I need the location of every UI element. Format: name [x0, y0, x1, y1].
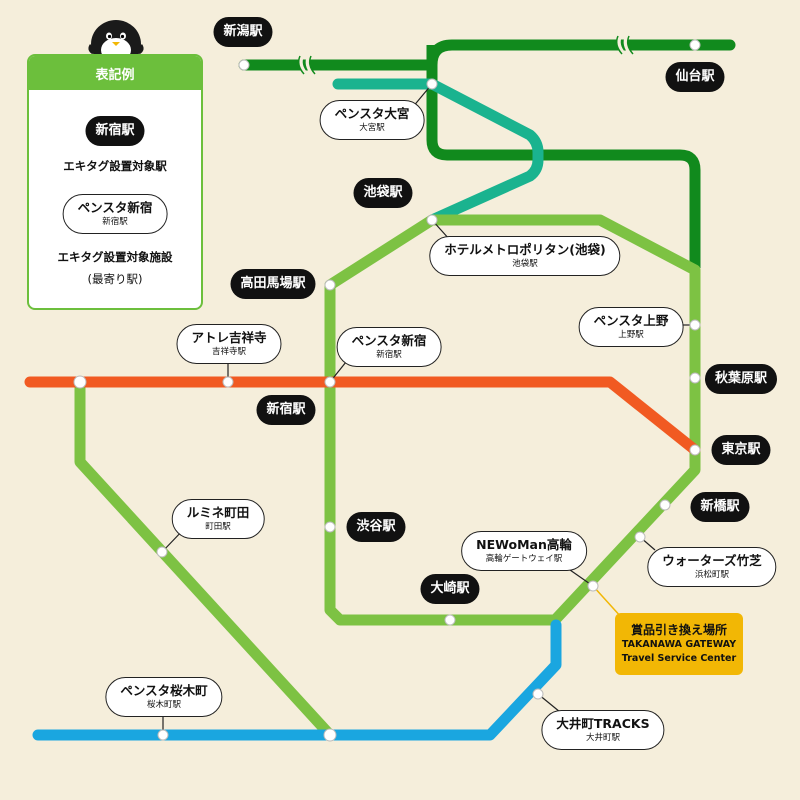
- facility-station: 桜木町駅: [146, 700, 182, 710]
- station-tokyo[interactable]: 東京駅: [711, 435, 771, 465]
- prize-location-line: TAKANAWA GATEWAY: [621, 639, 737, 650]
- facility-station: 池袋駅: [512, 259, 538, 269]
- legend-facility-sub: 新宿駅: [102, 217, 128, 227]
- facility-station: 吉祥寺駅: [211, 347, 247, 357]
- facility-station: 浜松町駅: [694, 570, 730, 580]
- facility-name: ルミネ町田: [186, 505, 250, 520]
- station-shinbashi[interactable]: 新橋駅: [690, 492, 750, 522]
- station-ikebukuro[interactable]: 池袋駅: [353, 178, 413, 208]
- station-akihabara[interactable]: 秋葉原駅: [704, 364, 778, 394]
- facility-name: NEWoMan高輪: [476, 537, 572, 552]
- facility-station: 大井町駅: [585, 733, 621, 743]
- facility-name: 大井町TRACKS: [556, 716, 650, 731]
- legend-panel: 表記例 新宿駅 エキタグ設置対象駅 ペンスタ新宿 新宿駅 エキタグ設置対象施設 …: [27, 54, 203, 310]
- facility-kichijoji[interactable]: アトレ吉祥寺 吉祥寺駅: [176, 324, 282, 364]
- facility-station: 上野駅: [618, 330, 644, 340]
- station-dot: [532, 688, 544, 700]
- station-dot: [157, 729, 169, 741]
- facility-machida[interactable]: ルミネ町田 町田駅: [171, 499, 265, 539]
- prize-exchange-box[interactable]: 賞品引き換え場所 TAKANAWA GATEWAY Travel Service…: [615, 613, 743, 675]
- yokohama-line: [74, 382, 335, 739]
- saikyo-line: [332, 78, 544, 226]
- line-break-mark: [298, 35, 633, 76]
- line-break-outline: [297, 35, 634, 75]
- facility-station: 新宿駅: [376, 350, 402, 360]
- station-osaki[interactable]: 大崎駅: [420, 574, 480, 604]
- facility-station: 大宮駅: [359, 123, 385, 133]
- station-shinjuku[interactable]: 新宿駅: [256, 395, 316, 425]
- station-dot: [222, 376, 234, 388]
- shinkansen-line: [238, 39, 736, 71]
- facility-sakuragicho[interactable]: ペンスタ桜木町 桜木町駅: [105, 677, 223, 717]
- facility-shinjuku[interactable]: ペンスタ新宿 新宿駅: [336, 327, 442, 367]
- station-dot: [444, 614, 456, 626]
- legend-facility-caption: エキタグ設置対象施設: [57, 250, 173, 264]
- facility-station: 町田駅: [205, 522, 231, 532]
- legend-example-facility: ペンスタ新宿 新宿駅: [62, 194, 168, 234]
- prize-connector: [592, 585, 623, 619]
- legend-facility-caption-2: (最寄り駅): [87, 272, 143, 286]
- station-dot: [659, 499, 671, 511]
- legend-example-station: 新宿駅: [85, 116, 145, 146]
- prize-location-line: Travel Service Center: [621, 653, 737, 664]
- facility-ueno[interactable]: ペンスタ上野 上野駅: [578, 307, 684, 347]
- facility-name: ペンスタ桜木町: [120, 683, 208, 698]
- legend-facility-label: ペンスタ新宿 新宿駅: [62, 194, 168, 234]
- facility-name: アトレ吉祥寺: [191, 330, 267, 345]
- penguin-mascot-icon: [88, 20, 144, 58]
- facility-name: ウォーターズ竹芝: [662, 553, 762, 568]
- prize-title: 賞品引き換え場所: [630, 623, 727, 637]
- station-dot: [689, 319, 701, 331]
- facility-oimachi[interactable]: 大井町TRACKS 大井町駅: [541, 710, 665, 750]
- station-takadanobaba[interactable]: 高田馬場駅: [230, 269, 316, 299]
- station-dot: [323, 728, 337, 742]
- facility-waters-takeshiba[interactable]: ウォーターズ竹芝 浜松町駅: [647, 547, 777, 587]
- station-dot: [324, 376, 336, 388]
- facility-hotel-metropolitan[interactable]: ホテルメトロポリタン(池袋) 池袋駅: [429, 236, 621, 276]
- station-dot: [426, 214, 438, 226]
- station-dot: [324, 279, 336, 291]
- chuo-line: [24, 376, 701, 456]
- station-dot: [689, 372, 701, 384]
- legend-station-label: 新宿駅: [85, 116, 145, 146]
- facility-name: ホテルメトロポリタン(池袋): [444, 242, 606, 257]
- station-dot: [587, 580, 599, 592]
- facility-name: ペンスタ新宿: [351, 333, 427, 348]
- station-dot: [689, 39, 701, 51]
- facility-omiya[interactable]: ペンスタ大宮 大宮駅: [319, 100, 425, 140]
- keihin-line: [32, 619, 562, 741]
- station-dot: [238, 59, 250, 71]
- station-dot: [73, 375, 87, 389]
- station-shibuya[interactable]: 渋谷駅: [346, 512, 406, 542]
- station-dots: [73, 39, 701, 742]
- legend-title: 表記例: [29, 56, 201, 90]
- station-dot: [324, 521, 336, 533]
- legend-station-caption: エキタグ設置対象駅: [63, 159, 167, 173]
- facility-station: 高輪ゲートウェイ駅: [485, 554, 563, 564]
- station-dot: [689, 444, 701, 456]
- station-dot: [156, 546, 168, 558]
- shinkansen-branch-line: [426, 44, 701, 268]
- facility-name: ペンスタ大宮: [334, 106, 410, 121]
- legend-facility-name: ペンスタ新宿: [77, 200, 153, 215]
- station-niigata[interactable]: 新潟駅: [213, 17, 273, 47]
- station-dot: [634, 531, 646, 543]
- station-dot: [426, 78, 438, 90]
- station-sendai[interactable]: 仙台駅: [665, 62, 725, 92]
- facility-name: ペンスタ上野: [593, 313, 669, 328]
- facility-takanawa[interactable]: NEWoMan高輪 高輪ゲートウェイ駅: [461, 531, 587, 571]
